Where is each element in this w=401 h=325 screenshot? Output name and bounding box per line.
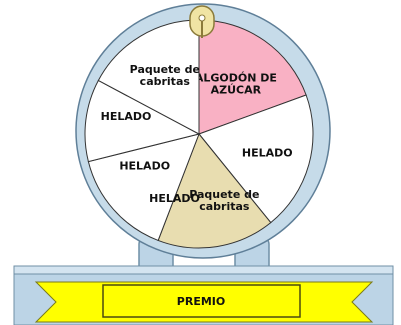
wheel-pointer <box>189 5 215 38</box>
wheel-sector-label: HELADO <box>242 146 293 159</box>
prize-base: PREMIO <box>13 265 394 325</box>
wheel-sector <box>84 79 201 163</box>
wheel-sector <box>198 94 314 224</box>
wheel-sector-label: HELADO <box>101 110 152 123</box>
pointer-pin-icon <box>198 14 206 22</box>
wheel-sector <box>87 133 200 242</box>
base-top-face <box>13 265 394 275</box>
wheel-sector <box>157 133 272 249</box>
wheel-sector-label: HELADO <box>119 159 170 172</box>
wheel-sector-label: HELADO <box>149 192 200 205</box>
prize-label-plate <box>102 284 301 318</box>
prize-label: PREMIO <box>177 295 225 308</box>
